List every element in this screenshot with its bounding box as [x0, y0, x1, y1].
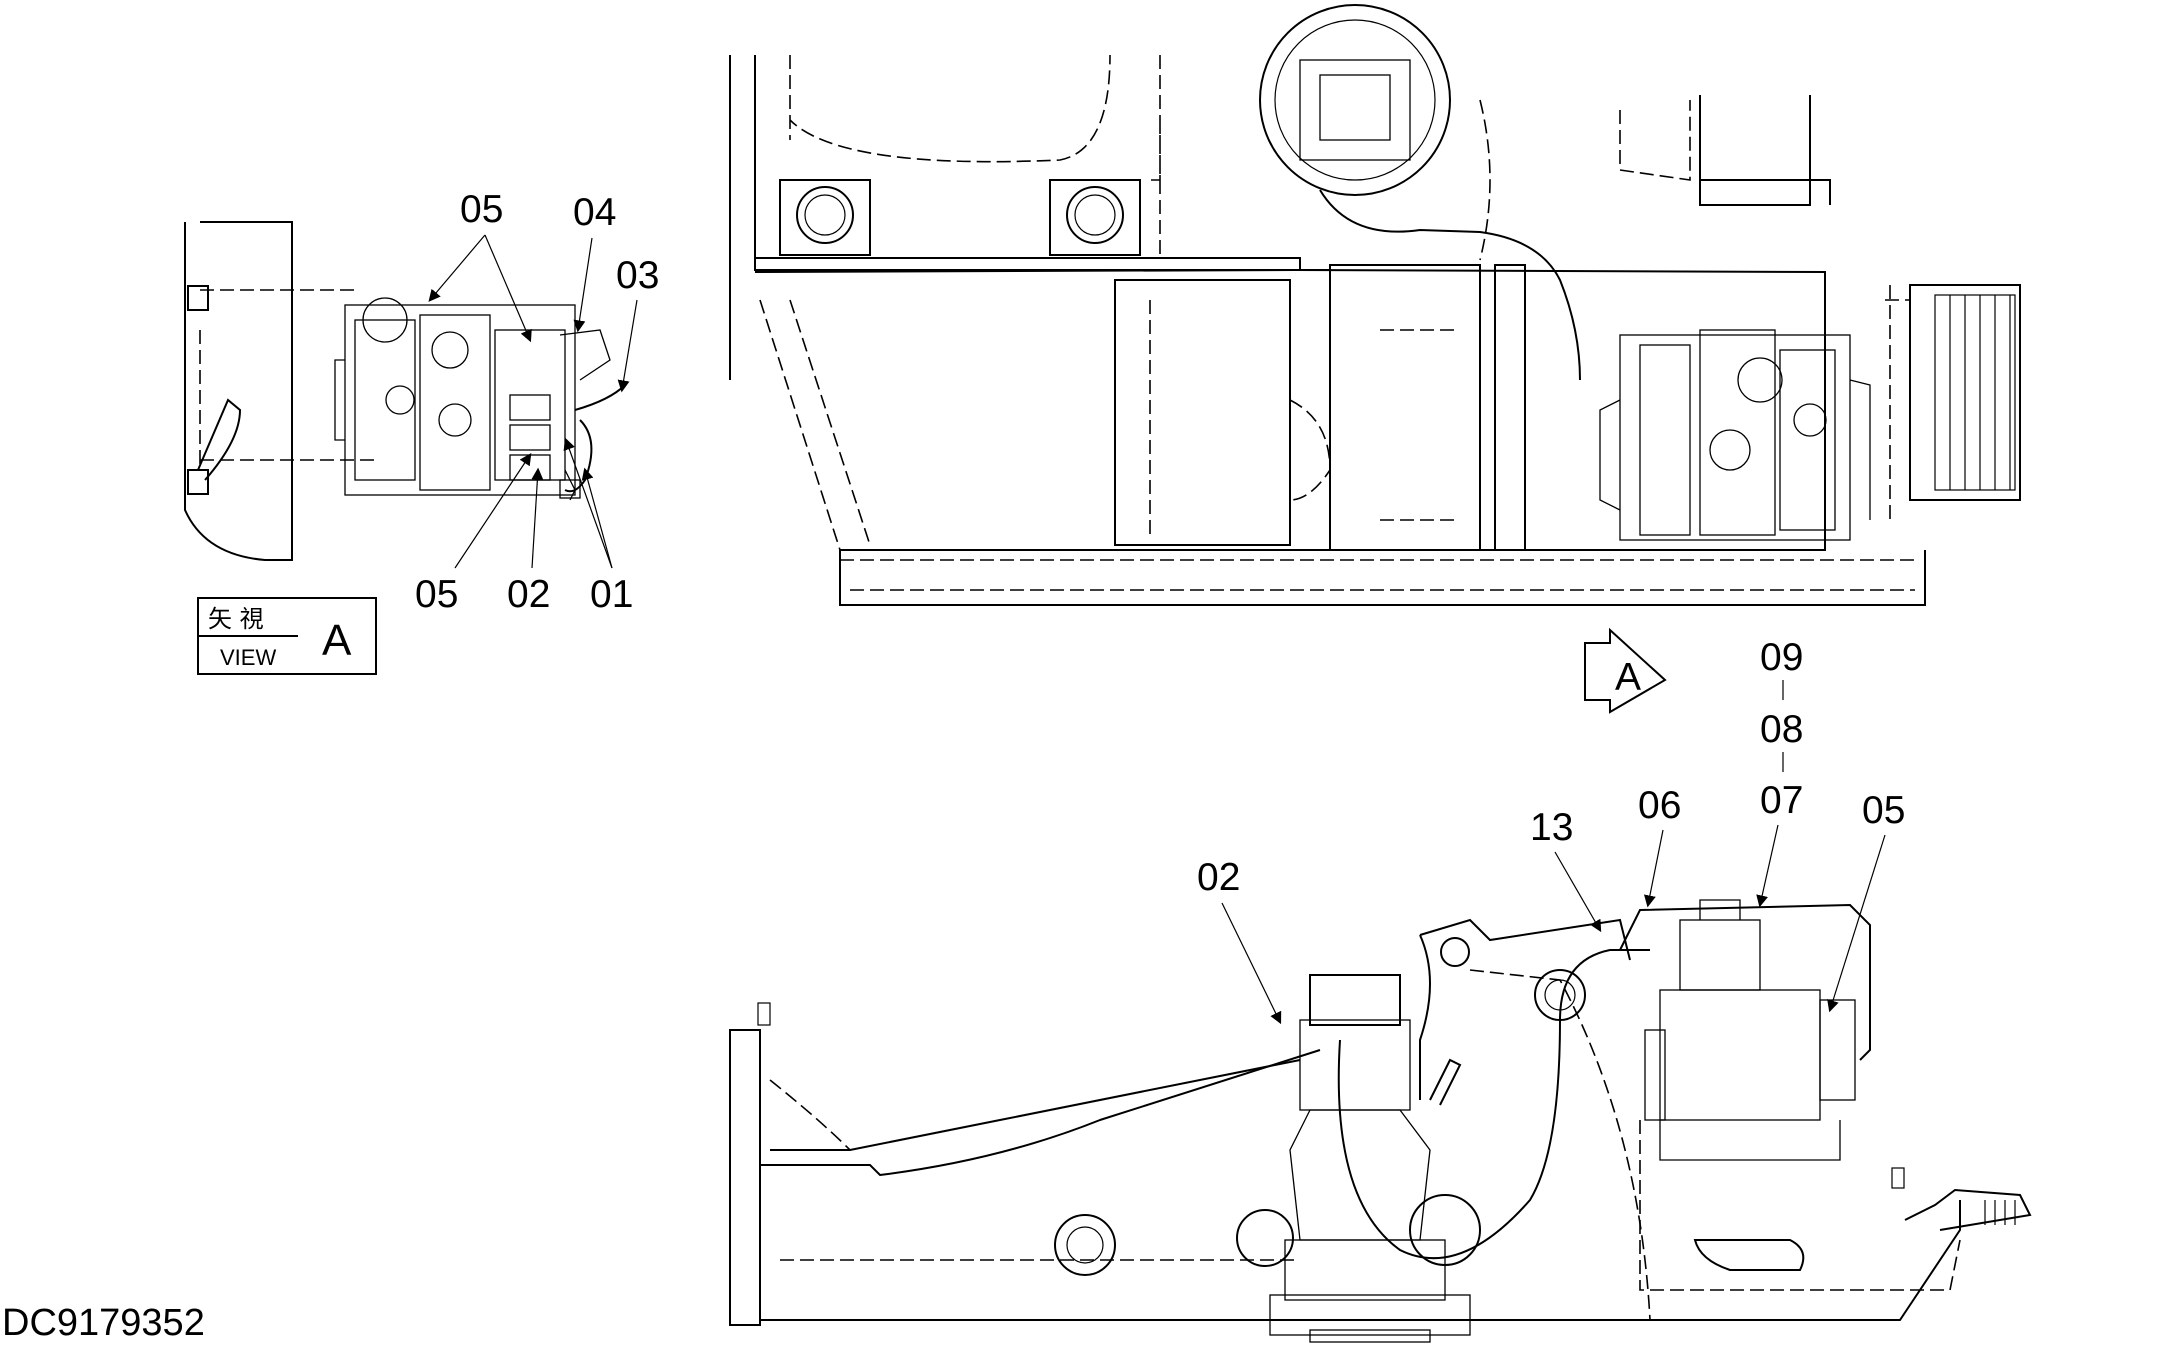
callout-08: 08 [1760, 708, 1803, 751]
callout-05-lower: 05 [1862, 789, 1905, 832]
callout-13: 13 [1530, 806, 1573, 849]
view-a-detail [184, 221, 626, 561]
callout-02-view-a: 02 [507, 573, 550, 616]
view-direction-arrow: A [1584, 627, 1667, 714]
document-id: DC9179352 [2, 1302, 205, 1344]
leader-05-b [484, 234, 532, 343]
view-a-label-box: 矢 視 VIEW A [197, 597, 377, 675]
leader-01-b [581, 467, 613, 569]
callout-03: 03 [616, 254, 659, 297]
leader-13 [1554, 851, 1602, 933]
view-arrow-letter: A [1615, 656, 1641, 699]
callout-05-top: 05 [460, 188, 503, 231]
view-letter: A [322, 616, 352, 665]
leader-02-view-a [531, 467, 544, 569]
leader-03 [617, 299, 638, 393]
callout-06: 06 [1638, 784, 1681, 827]
leader-05-lower [1827, 834, 1886, 1013]
view-jp-label: 矢 視 [208, 605, 264, 633]
top-frame-view [729, 4, 2021, 606]
callout-07: 07 [1760, 779, 1803, 822]
leader-01-a [563, 437, 613, 569]
leader-06 [1643, 829, 1664, 908]
callout-09: 09 [1760, 636, 1803, 679]
view-en-label: VIEW [220, 645, 276, 670]
side-frame-view [729, 899, 2032, 1343]
leader-07 [1756, 824, 1779, 908]
leader-05-bottom [454, 453, 532, 569]
leader-02-lower [1221, 902, 1282, 1025]
radiator-fins [1949, 295, 2011, 490]
callout-01: 01 [590, 573, 633, 616]
callout-04: 04 [573, 191, 616, 234]
leader-05-a [428, 234, 486, 302]
stacked-callouts: 09 08 07 [1756, 636, 1803, 908]
lower-callouts: 02 13 06 05 [1197, 784, 1905, 1025]
callout-05-bottom: 05 [415, 573, 458, 616]
callout-02-lower: 02 [1197, 856, 1240, 899]
leader-04 [573, 237, 593, 333]
view-a-callouts: 05 04 03 05 02 01 [415, 188, 659, 616]
